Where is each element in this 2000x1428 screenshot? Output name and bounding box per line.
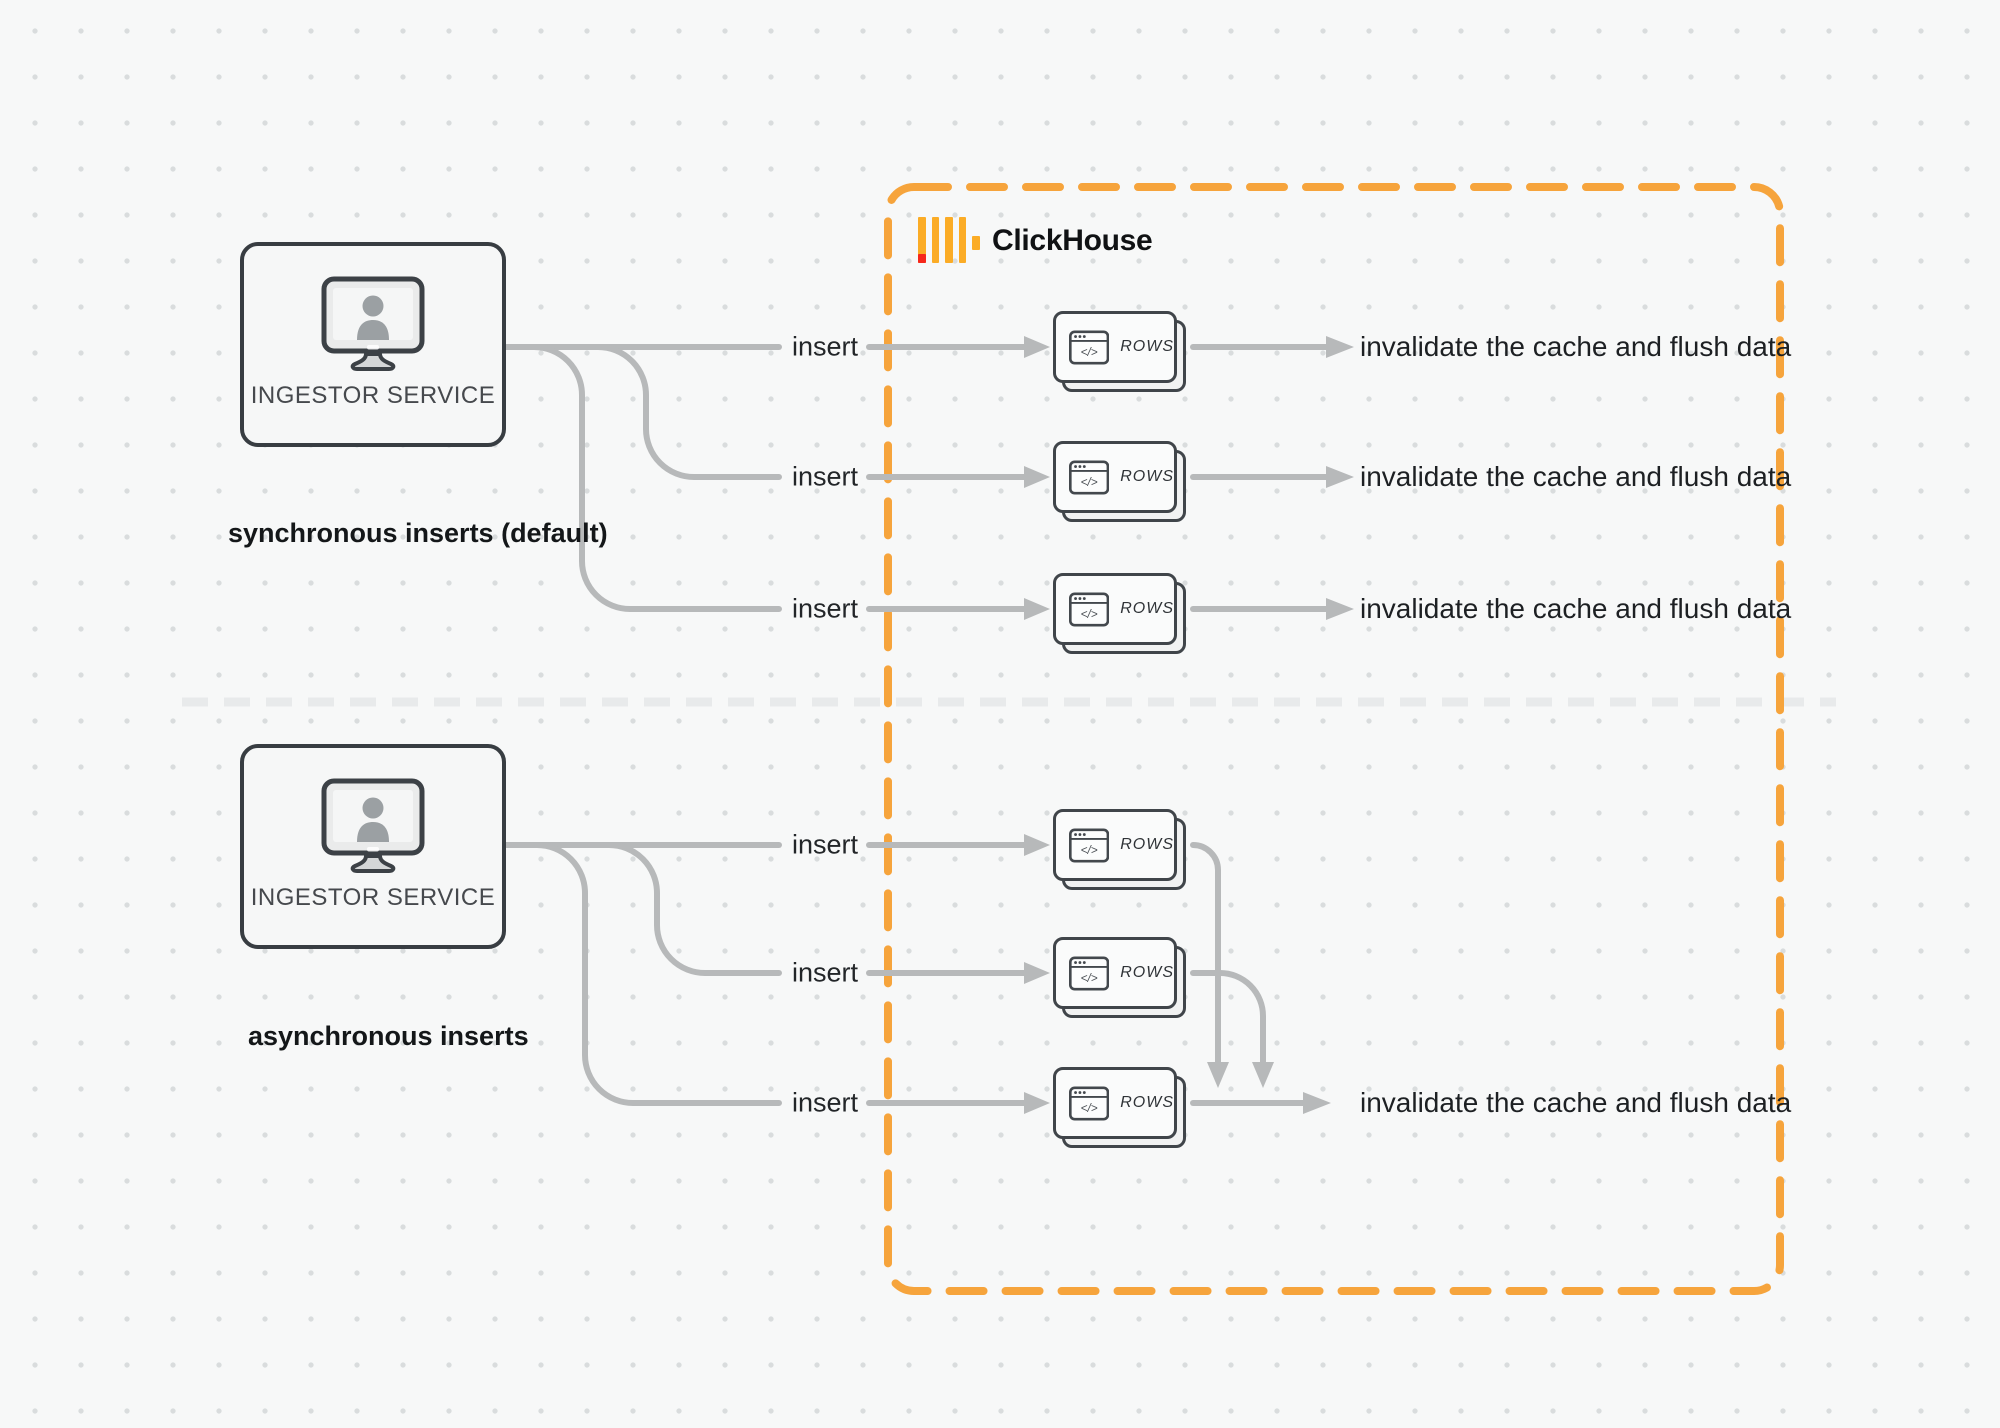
rows-table-card: </> ROWS xyxy=(1053,1067,1186,1148)
rows-card-front: </> ROWS xyxy=(1053,311,1177,383)
insert-label: insert xyxy=(791,593,859,624)
code-window-icon: </> xyxy=(1069,459,1110,495)
rows-label: ROWS xyxy=(1120,338,1174,355)
invalidate-label: invalidate the cache and flush data xyxy=(1360,593,1792,624)
clickhouse-logo-icon xyxy=(918,217,982,263)
code-window-icon: </> xyxy=(1069,1085,1110,1121)
wires xyxy=(503,344,1329,1106)
async-caption: asynchronous inserts xyxy=(248,1021,529,1051)
rows-table-card: </> ROWS xyxy=(1053,441,1186,522)
svg-text:</>: </> xyxy=(1081,842,1098,856)
clickhouse-cluster-border xyxy=(884,183,1784,1295)
ingestor-service-box-sync: INGESTOR SERVICE xyxy=(240,242,506,447)
monitor-user-icon xyxy=(321,276,425,371)
rows-card-front: </> ROWS xyxy=(1053,441,1177,513)
svg-text:</>: </> xyxy=(1081,606,1098,620)
monitor-user-icon xyxy=(321,778,425,873)
rows-label: ROWS xyxy=(1120,836,1174,853)
rows-table-card: </> ROWS xyxy=(1053,809,1186,890)
svg-text:</>: </> xyxy=(1081,1100,1098,1114)
sync-caption: synchronous inserts (default) xyxy=(228,518,608,548)
invalidate-label: invalidate the cache and flush data xyxy=(1360,1087,1792,1118)
svg-text:</>: </> xyxy=(1081,970,1098,984)
svg-text:</>: </> xyxy=(1081,474,1098,488)
service-label: INGESTOR SERVICE xyxy=(250,382,496,409)
ingestor-service-box-async: INGESTOR SERVICE xyxy=(240,744,506,949)
rows-card-front: </> ROWS xyxy=(1053,573,1177,645)
rows-label: ROWS xyxy=(1120,468,1174,485)
invalidate-label: invalidate the cache and flush data xyxy=(1360,461,1792,492)
rows-label: ROWS xyxy=(1120,964,1174,981)
insert-label: insert xyxy=(791,957,859,988)
rows-card-front: </> ROWS xyxy=(1053,809,1177,881)
rows-label: ROWS xyxy=(1120,600,1174,617)
service-label: INGESTOR SERVICE xyxy=(250,884,496,911)
rows-table-card: </> ROWS xyxy=(1053,937,1186,1018)
rows-label: ROWS xyxy=(1120,1094,1174,1111)
insert-label: insert xyxy=(791,829,859,860)
code-window-icon: </> xyxy=(1069,955,1110,991)
code-window-icon: </> xyxy=(1069,591,1110,627)
insert-label: insert xyxy=(791,1087,859,1118)
rows-card-front: </> ROWS xyxy=(1053,937,1177,1009)
invalidate-label: invalidate the cache and flush data xyxy=(1360,331,1792,362)
arrowheads xyxy=(1024,336,1354,1114)
rows-card-front: </> ROWS xyxy=(1053,1067,1177,1139)
code-window-icon: </> xyxy=(1069,827,1110,863)
rows-table-card: </> ROWS xyxy=(1053,573,1186,654)
svg-text:</>: </> xyxy=(1081,344,1098,358)
code-window-icon: </> xyxy=(1069,329,1110,365)
rows-table-card: </> ROWS xyxy=(1053,311,1186,392)
clickhouse-wordmark: ClickHouse xyxy=(992,224,1153,257)
insert-label: insert xyxy=(791,461,859,492)
insert-label: insert xyxy=(791,331,859,362)
